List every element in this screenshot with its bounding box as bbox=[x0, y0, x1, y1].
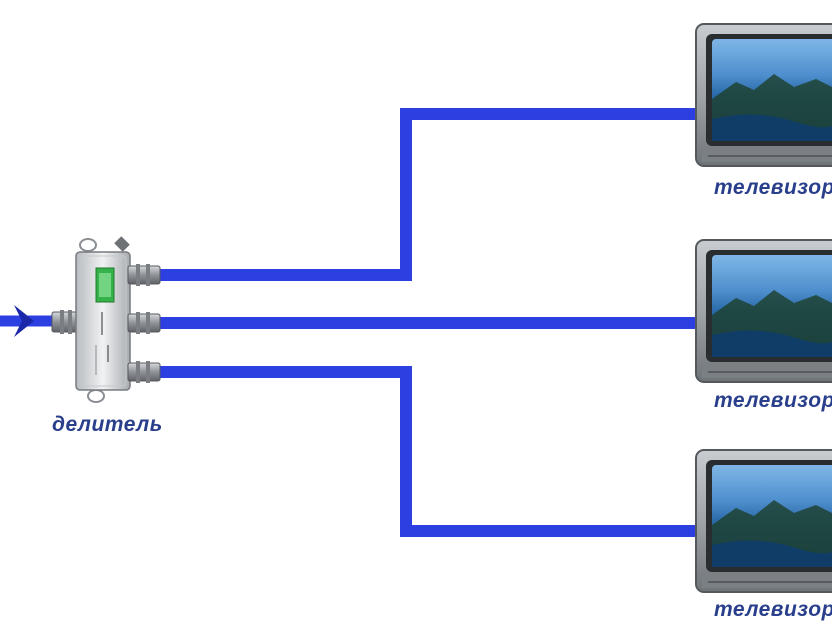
splitter bbox=[51, 236, 161, 403]
tv-1-label: телевизор bbox=[714, 176, 832, 199]
cable-to-tv-1 bbox=[158, 108, 700, 281]
input-cable bbox=[0, 305, 58, 337]
tv-3-label: телевизор bbox=[714, 598, 832, 621]
splitter-output-connectors bbox=[127, 264, 161, 383]
tv-2 bbox=[695, 239, 832, 383]
cable-to-tv-3 bbox=[158, 366, 700, 537]
input-arrow-icon bbox=[14, 305, 34, 337]
splitter-label: делитель bbox=[52, 413, 163, 436]
tv-3 bbox=[695, 449, 832, 593]
tv-2-label: телевизор bbox=[714, 389, 832, 412]
cables bbox=[0, 108, 700, 537]
tv-1 bbox=[695, 23, 832, 167]
